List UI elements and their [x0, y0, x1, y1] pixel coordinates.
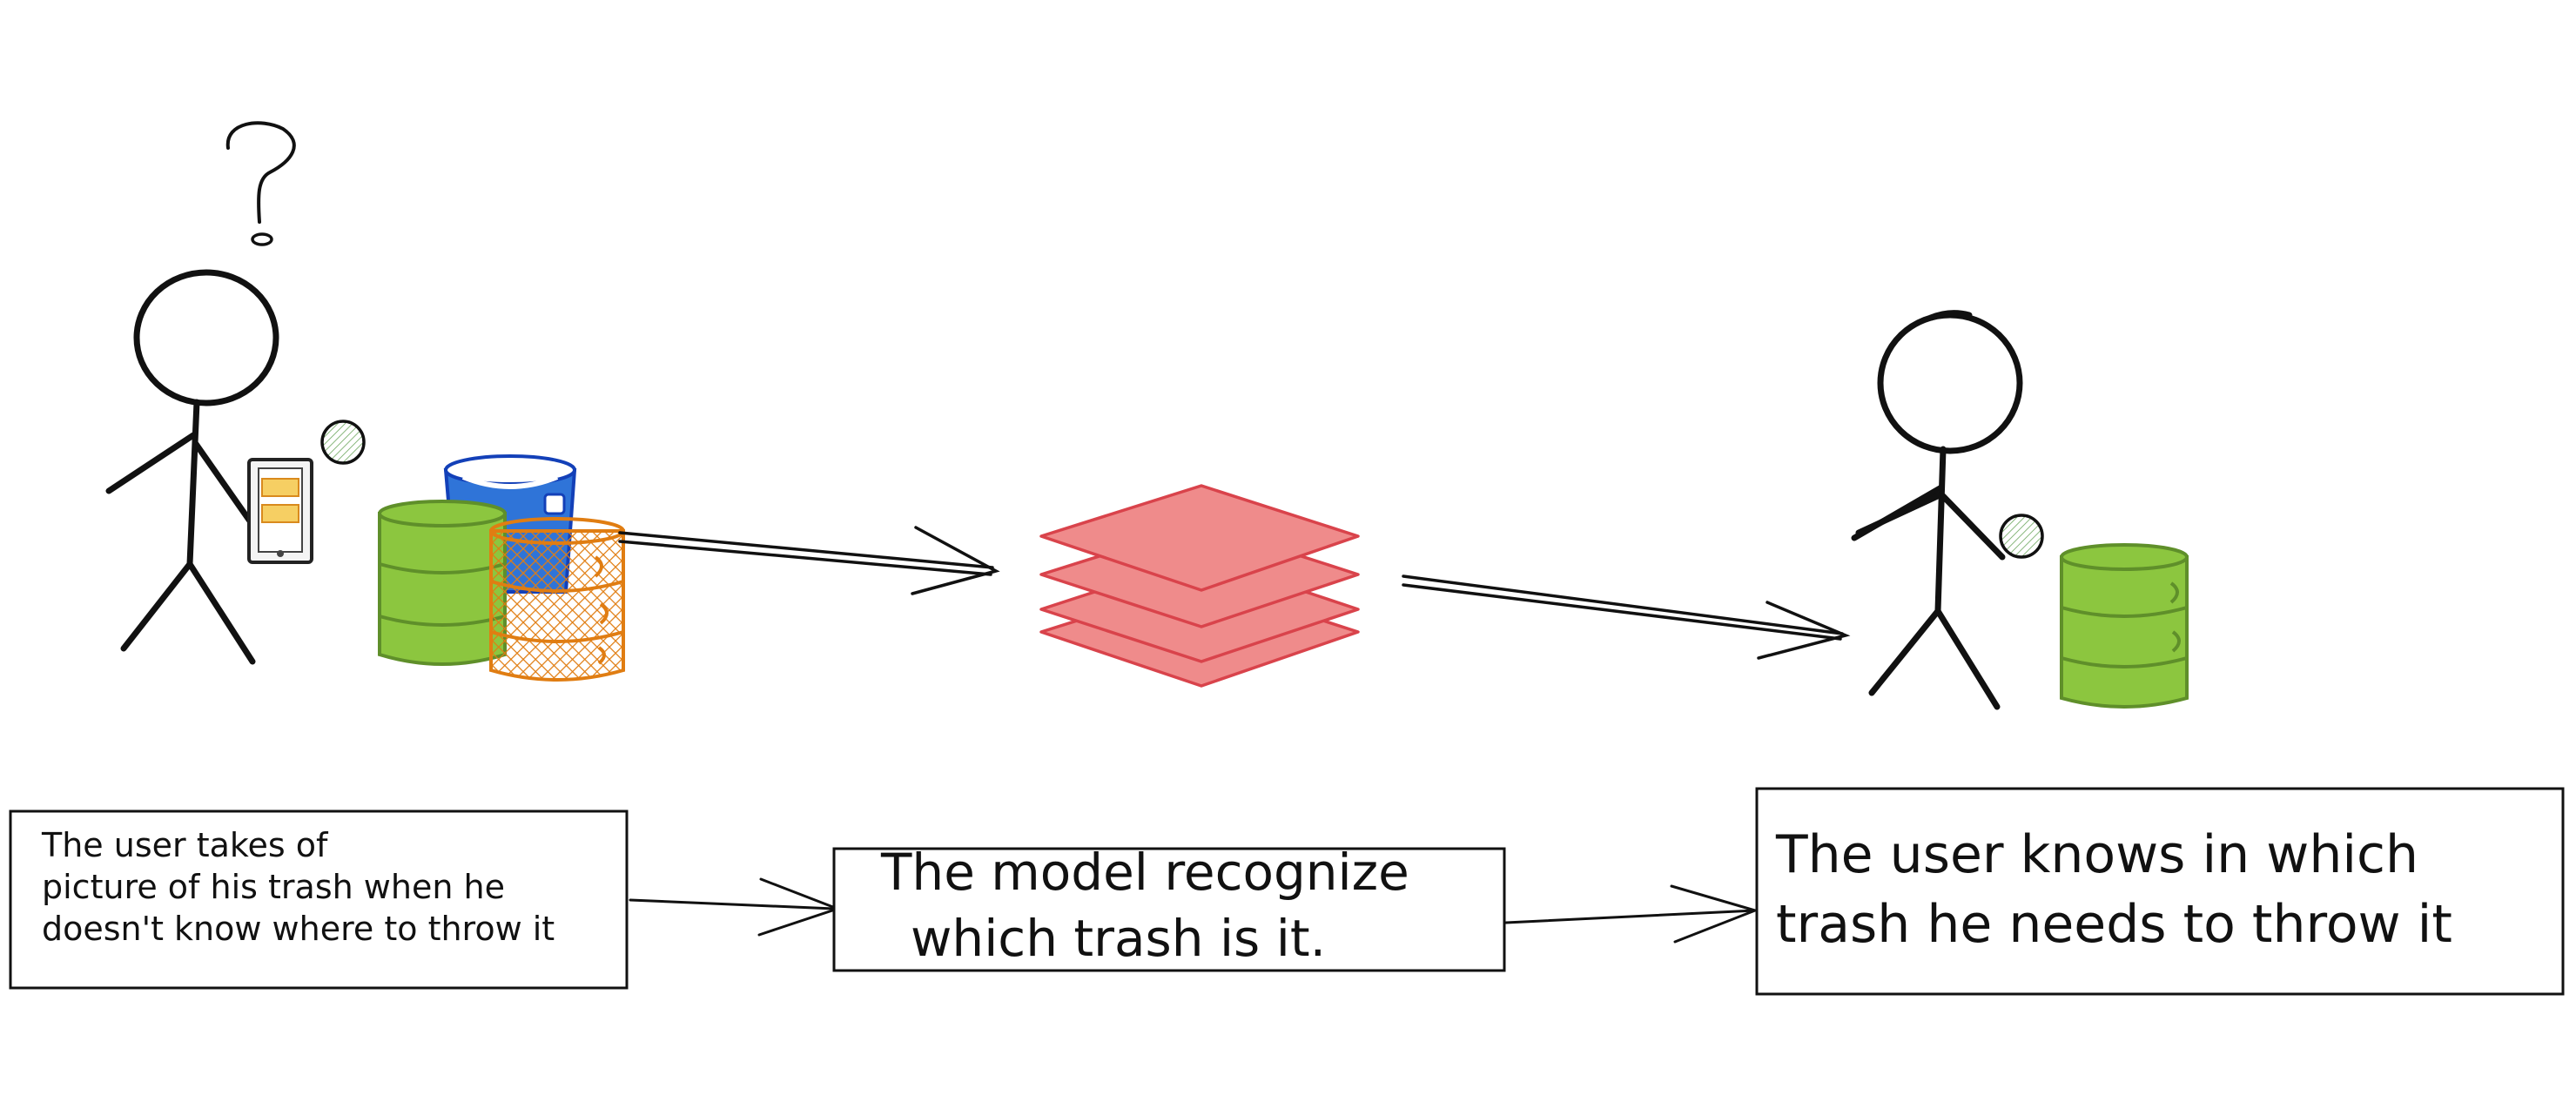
stick-figure-user-left: [105, 269, 279, 665]
question-mark-icon: [225, 121, 296, 246]
stick-figure-user-right: [1851, 310, 2023, 710]
green-trash-bin-left: [378, 500, 507, 666]
step-2-line-2: which trash is it.: [911, 909, 1326, 968]
arrow-bins-to-model: [618, 526, 1000, 595]
step-1-line-1: The user takes of: [41, 826, 329, 864]
smartphone-icon: [247, 458, 313, 564]
step-3-line-1: The user knows in which: [1775, 824, 2418, 885]
step-box-3: The user knows in which trash he needs t…: [1755, 787, 2565, 996]
step-1-line-3: doesn't know where to throw it: [42, 910, 555, 948]
model-layers-icon: [1039, 484, 1360, 688]
step-box-2: The model recognize which trash is it.: [832, 843, 1506, 972]
arrow-step1-to-step2: [629, 877, 842, 937]
arrow-model-to-user: [1402, 574, 1851, 660]
step-2-line-1: The model recognize: [880, 843, 1409, 902]
recycle-ball-icon-right: [1999, 514, 2044, 559]
step-3-line-2: trash he needs to throw it: [1776, 894, 2452, 955]
recycle-ball-icon: [320, 420, 366, 465]
trash-bins-icon: [378, 454, 625, 682]
arrow-step2-to-step3: [1504, 884, 1759, 944]
step-box-1: The user takes of picture of his trash w…: [9, 809, 629, 990]
orange-trash-bin: [489, 517, 625, 682]
green-trash-bin-icon: [2060, 543, 2189, 709]
step-1-line-2: picture of his trash when he: [42, 868, 505, 906]
